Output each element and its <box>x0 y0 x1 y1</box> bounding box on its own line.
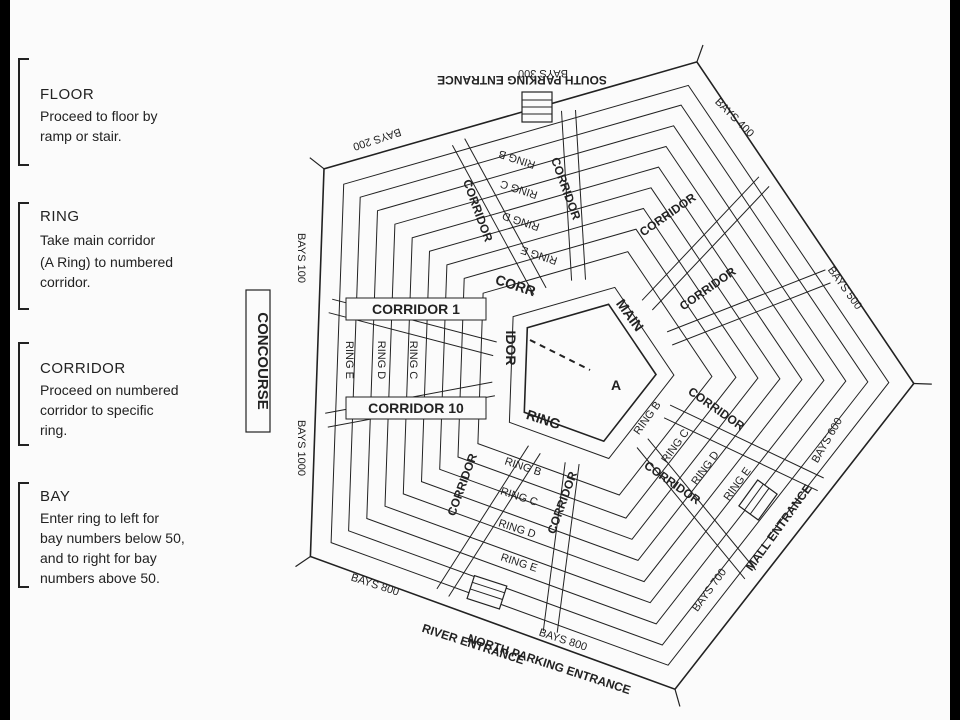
legend-bay: BAY Enter ring to left for bay numbers b… <box>18 482 258 590</box>
concourse-box <box>245 289 271 433</box>
legend-title: RING <box>40 208 80 225</box>
ring-outline <box>457 228 737 519</box>
ring-outline <box>366 125 847 625</box>
corridor-line <box>451 145 535 295</box>
corridor-line <box>575 109 586 280</box>
corridor-line <box>556 464 580 633</box>
ring-outline <box>477 251 713 496</box>
corridor-line <box>651 186 770 311</box>
corridor-line <box>663 417 818 492</box>
mall-entrance-stairs <box>738 479 778 521</box>
bays-800-south-label: BAYS 800 <box>537 627 588 654</box>
corridor-word-label: CORRIDOR <box>544 469 580 535</box>
bays-100-label: BAYS 100 <box>295 233 307 283</box>
legend-text-line: and to right for bay <box>40 550 157 566</box>
corridor-word-label: CORRIDOR <box>637 190 699 239</box>
central-courtyard <box>523 303 657 443</box>
legend-text-line: ring. <box>40 422 68 438</box>
corridor-line <box>561 110 573 281</box>
dimension-tick <box>295 556 311 568</box>
corridor-1-label: CORRIDOR 1 <box>372 301 460 317</box>
legend-bracket <box>18 202 29 310</box>
bays-500-label: BAYS 500 <box>825 265 864 312</box>
corridor-10-box <box>345 396 487 420</box>
ring-outline <box>420 187 781 561</box>
ring-outline <box>439 207 759 540</box>
legend-text-line: corridor to specific <box>40 402 154 418</box>
pentagon-plan-diagram: CONCOURSE BAYS 100 BAYS 1000 BAYS 200 BA… <box>245 44 932 707</box>
legend-corridor: CORRIDOR Proceed on numbered corridor to… <box>18 342 258 446</box>
ring-label: RING C <box>407 341 419 380</box>
ring-outline <box>384 145 825 604</box>
legend-bracket <box>18 482 29 588</box>
bays-1000-label: BAYS 1000 <box>295 420 307 476</box>
dimension-outline <box>309 60 915 691</box>
pentagon-rings <box>309 60 915 691</box>
corridor-line <box>636 447 746 580</box>
ring-outline <box>508 286 675 460</box>
pentagon-floor-plan-page: FLOOR Proceed to floor by ramp or stair.… <box>10 0 950 720</box>
legend-text-line: ramp or stair. <box>40 128 122 144</box>
corridor-word-label: CORRIDOR <box>460 178 496 244</box>
corridor-word-label: CORRIDOR <box>686 384 748 433</box>
dimension-tick <box>674 689 681 707</box>
dimension-tick <box>696 44 704 63</box>
corridor-line <box>641 176 760 301</box>
corridor-line <box>669 404 824 479</box>
corridor-line <box>647 438 757 571</box>
bays-600-label: BAYS 600 <box>810 416 845 465</box>
legend-title: BAY <box>40 488 71 505</box>
dimension-tick <box>309 157 325 170</box>
legend-ring: RING Take main corridor (A Ring) to numb… <box>18 202 258 312</box>
ring-label: RING C <box>499 485 539 508</box>
ring-label: RING B <box>632 399 664 437</box>
ring-label: RING C <box>499 177 539 200</box>
corridor-line <box>666 269 826 333</box>
legend-text-line: corridor. <box>40 274 91 290</box>
ring-label: RING E <box>343 341 355 379</box>
south-parking-entrance-stairs <box>521 91 553 123</box>
south-parking-entrance-label: SOUTH PARKING ENTRANCE <box>437 73 607 87</box>
concourse-label: CONCOURSE <box>254 312 271 410</box>
dimension-ticks <box>295 44 932 707</box>
legend-text-line: (A Ring) to numbered <box>40 254 174 270</box>
ring-label: RING D <box>689 449 721 487</box>
ring-label: RING C <box>659 427 691 465</box>
north-parking-entrance-stairs <box>466 574 508 610</box>
legend-text-line: Enter ring to left for <box>40 510 160 526</box>
corridor-line <box>464 138 547 289</box>
corridor-10-label: CORRIDOR 10 <box>368 400 464 416</box>
ring-label: RING E <box>519 243 559 266</box>
bays-800-west-label: BAYS 800 <box>349 572 400 599</box>
idor-label: IDOR <box>503 331 519 366</box>
ring-outline <box>402 166 803 583</box>
ring-label: RING B <box>497 147 537 170</box>
legend-bracket <box>18 342 29 446</box>
legend-floor: FLOOR Proceed to floor by ramp or stair. <box>18 58 258 168</box>
legend-text-line: numbers above 50. <box>40 570 160 586</box>
courtyard-path <box>529 339 591 371</box>
legend-text-line: Proceed on numbered <box>40 382 179 398</box>
corridor-line <box>448 453 541 597</box>
legend-bracket <box>18 58 29 166</box>
ring-a-label: A <box>611 377 621 393</box>
corridor-line <box>672 282 831 346</box>
legend-text-line: bay numbers below 50, <box>40 530 185 546</box>
corridor-1-box <box>345 297 487 321</box>
corridor-line <box>436 445 529 590</box>
legend-text-line: Proceed to floor by <box>40 108 158 124</box>
bays-400-label: BAYS 400 <box>712 96 756 140</box>
corridor-word-label: CORRIDOR <box>444 451 480 517</box>
legend-title: FLOOR <box>40 86 95 103</box>
legend-title: CORRIDOR <box>40 360 126 377</box>
corridor-line <box>542 462 566 631</box>
legend-text-line: Take main corridor <box>40 232 156 248</box>
bays-300-label: BAYS 300 <box>518 67 568 79</box>
ring-label: RING D <box>375 341 387 380</box>
dimension-tick <box>913 382 932 385</box>
corr-label: CORR <box>493 271 537 299</box>
